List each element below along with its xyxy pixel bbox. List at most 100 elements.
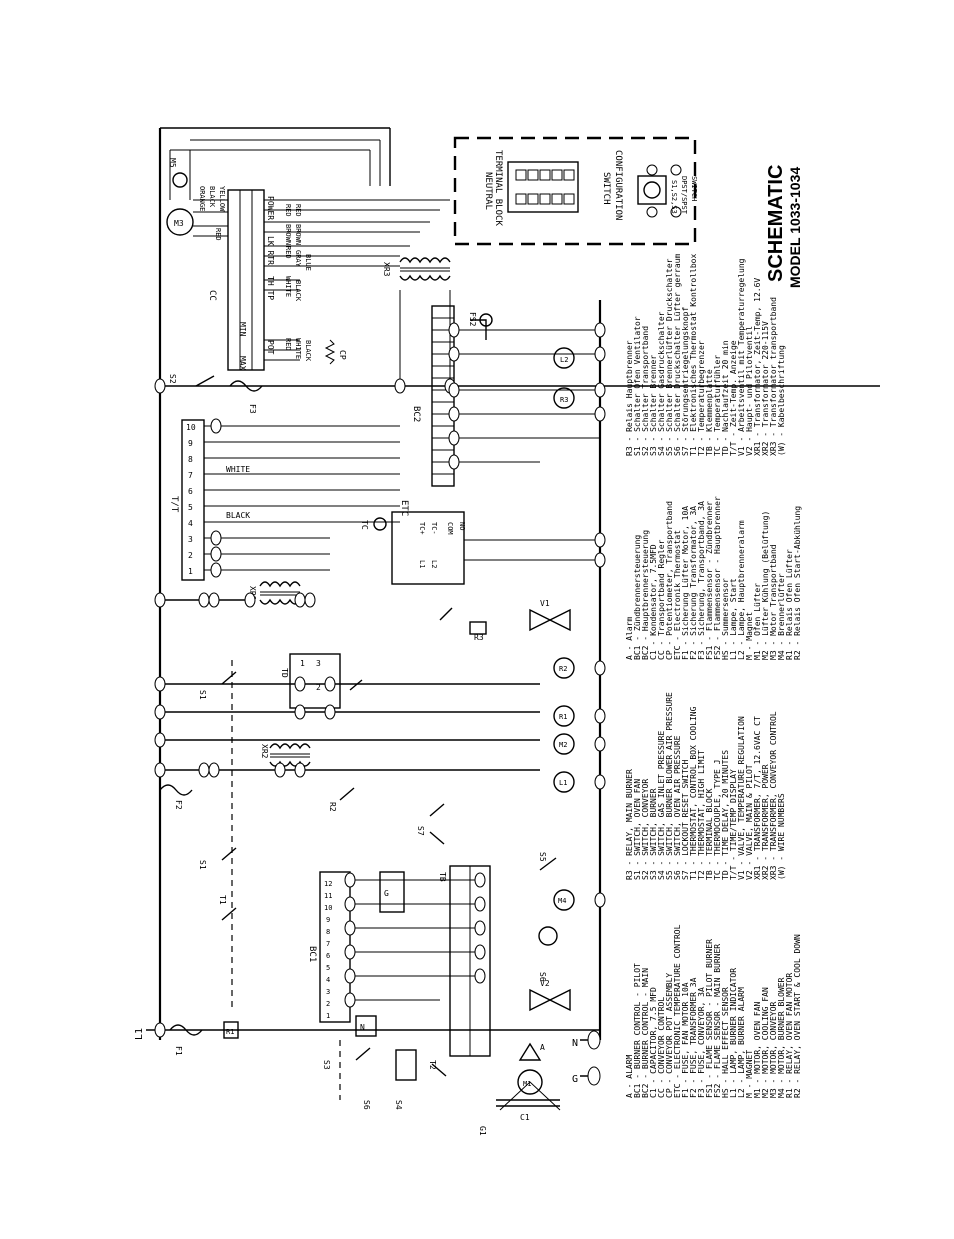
legend-de-18: M3 - Motor Transportband <box>769 544 778 660</box>
cc-wire-2: BROWN <box>284 224 292 245</box>
legend-en-17: M2 - MOTOR, COOLING FAN <box>761 987 770 1098</box>
model-title: MODEL 1033-1034 <box>787 167 803 288</box>
legend-de2-2: S2 - Schalter Transportband <box>641 326 650 456</box>
legend-de2-11: TC - Temperaturfühler <box>713 355 722 456</box>
svg-text:COM: COM <box>446 522 454 535</box>
legend-en2-8: T1 - THERMOSTAT, CONTROL BOX COOLING <box>689 706 698 880</box>
tt-block <box>181 419 205 581</box>
legend-en-9: F3 - FUSE, CONVEYOR, 3A <box>697 987 706 1098</box>
svg-text:R3: R3 <box>474 633 484 642</box>
legend-de2-5: S5 - Schalter Brennerlüfter Druckschalte… <box>665 258 674 456</box>
oven-fan-circuit: F1 R1 M1 C1 G1 <box>169 1021 561 1136</box>
svg-text:6: 6 <box>326 952 330 960</box>
legend-de2-6: S6 - Schalter Druckschalter Lüfter gerra… <box>673 254 682 456</box>
legend-de2-12: TD - Nachlaufzeit 20 min <box>721 340 730 456</box>
neutral-terminal-box: NEUTRAL TERMINAL BLOCK SWITCH CONFIGURAT… <box>453 136 698 246</box>
svg-text:M4: M4 <box>558 897 566 905</box>
svg-text:A: A <box>540 1043 545 1052</box>
svg-text:TC-: TC- <box>430 522 438 535</box>
title-block: SCHEMATIC MODEL 1033-1034 <box>765 165 803 288</box>
cc-wire-1: RED <box>294 204 302 217</box>
legend-english: A - ALARM BC1 - BURNER CONTROL - PILOT B… <box>625 924 802 1098</box>
wire-node <box>594 406 606 422</box>
wire-node <box>154 704 166 720</box>
oven-fan-switch: S1 S1 T1 <box>198 660 237 1010</box>
l1-label: L1 <box>134 1028 145 1040</box>
svg-text:N: N <box>360 1023 365 1032</box>
svg-text:8: 8 <box>326 928 330 936</box>
cc-wire-9: RED <box>284 338 292 351</box>
wire-node <box>154 378 166 394</box>
svg-text:L1: L1 <box>559 779 567 787</box>
legend-de2-8: T1 - Elektronisches Thermostat Kontrollb… <box>689 254 698 456</box>
svg-text:V1: V1 <box>540 599 550 608</box>
legend-en-1: BC1 - BURNER CONTROL - PILOT <box>633 963 642 1098</box>
legend-de-3: C1 - Kondensator, 7.5MFD <box>649 544 658 660</box>
wire-node <box>324 676 336 692</box>
legend-en2-7: S7 - LOCKOUT RESET SWITCH <box>681 759 690 880</box>
legend-german-2: R3 - Relais Hauptbrenner S1 - Schalter O… <box>625 254 786 456</box>
svg-text:S2: S2 <box>168 374 177 384</box>
cc-label: CC <box>207 290 217 301</box>
wire-node <box>594 322 606 338</box>
legend-de-9: F3 - Sicherung, Transportband, 3A <box>697 501 706 660</box>
svg-text:BC2: BC2 <box>411 406 421 422</box>
legend-de-10: FS1 - Flammensensor - Zündbrenner <box>705 501 714 660</box>
wire-node <box>344 944 356 960</box>
conveyor-motor: M3 M5 ORANGE BLACK YELLOW RED <box>166 139 381 241</box>
wire-number-nodes <box>154 322 606 1038</box>
schematic-title: SCHEMATIC <box>765 165 787 282</box>
svg-text:C1: C1 <box>520 1113 530 1122</box>
legend-de-7: F1 - Sicherung Lüfter Motor, 10A <box>681 506 690 660</box>
svg-text:6: 6 <box>188 487 193 496</box>
svg-text:R3: R3 <box>560 396 568 404</box>
legend-en2-18: XR3 - TRANSFORMER, CONVEYOR CONTROL <box>769 711 778 880</box>
svg-text:5: 5 <box>188 503 193 512</box>
svg-text:G: G <box>384 889 389 898</box>
wire-node <box>210 530 222 546</box>
svg-text:T2: T2 <box>428 1060 437 1070</box>
legend-en2-17: XR2 - TRANSFORMER, POWER <box>761 764 770 880</box>
cc-pin-th-tp: TH TP <box>266 276 275 300</box>
wire-node <box>344 968 356 984</box>
svg-text:1: 1 <box>326 1012 330 1020</box>
legend-en-8: F2 - FUSE, TRANSFORMER 3A <box>689 977 698 1098</box>
svg-text:S1: S1 <box>198 690 207 700</box>
n-label: N <box>572 1038 578 1049</box>
legend-en-15: M - MAGNET <box>745 1050 754 1098</box>
cc-pin-max: MAX <box>238 356 247 371</box>
svg-text:S3: S3 <box>322 1060 331 1070</box>
transformer-xr1: XR1 <box>248 581 301 605</box>
wire-node <box>474 872 486 888</box>
wire-node <box>448 322 460 338</box>
cc-pin-power: POWER <box>266 196 275 220</box>
wire-node <box>294 762 306 778</box>
svg-text:2: 2 <box>188 551 193 560</box>
legend-de-6: ETC - Electronik Thermostat <box>673 530 682 660</box>
legend-en2-15: V2 - VALVE, MAIN & PILOT <box>745 764 754 880</box>
switch-config-label-2: DPST/SPST <box>680 176 688 215</box>
transformer-xr3: XR3 <box>382 257 451 386</box>
legend-de-0: A - Alarm <box>625 616 634 660</box>
wire-node <box>594 382 606 398</box>
legend-en2-13: T/T - TIME/TEMP DISPLAY <box>729 769 738 880</box>
legend-de2-9: T2 - Temperaturbegrenzer <box>697 340 706 456</box>
cp-label: CP <box>338 350 347 360</box>
wire-node <box>594 660 606 676</box>
svg-text:M2: M2 <box>559 741 567 749</box>
motor-wire-3: RED <box>214 228 222 241</box>
legend-de-5: CP - Potentiometer, Transportband <box>665 501 674 660</box>
legend-en2-16: XR1 - TRANSFORMER, 7/T, 12.6VAC CT <box>753 716 762 880</box>
svg-text:4: 4 <box>326 976 330 984</box>
svg-text:2: 2 <box>326 1000 330 1008</box>
terminal-block: TB <box>438 865 491 1057</box>
safety-switches: S3 S4 T2 S6 A <box>322 1040 545 1110</box>
wire-node <box>448 346 460 362</box>
wire-node <box>594 532 606 548</box>
legend-en-10: FS1 - FLAME SENSOR - PILOT BURNER <box>705 939 714 1098</box>
motor-wire-2: YELLOW <box>218 186 226 212</box>
svg-text:4: 4 <box>188 519 193 528</box>
neutral-title-2: TERMINAL BLOCK <box>493 150 503 226</box>
